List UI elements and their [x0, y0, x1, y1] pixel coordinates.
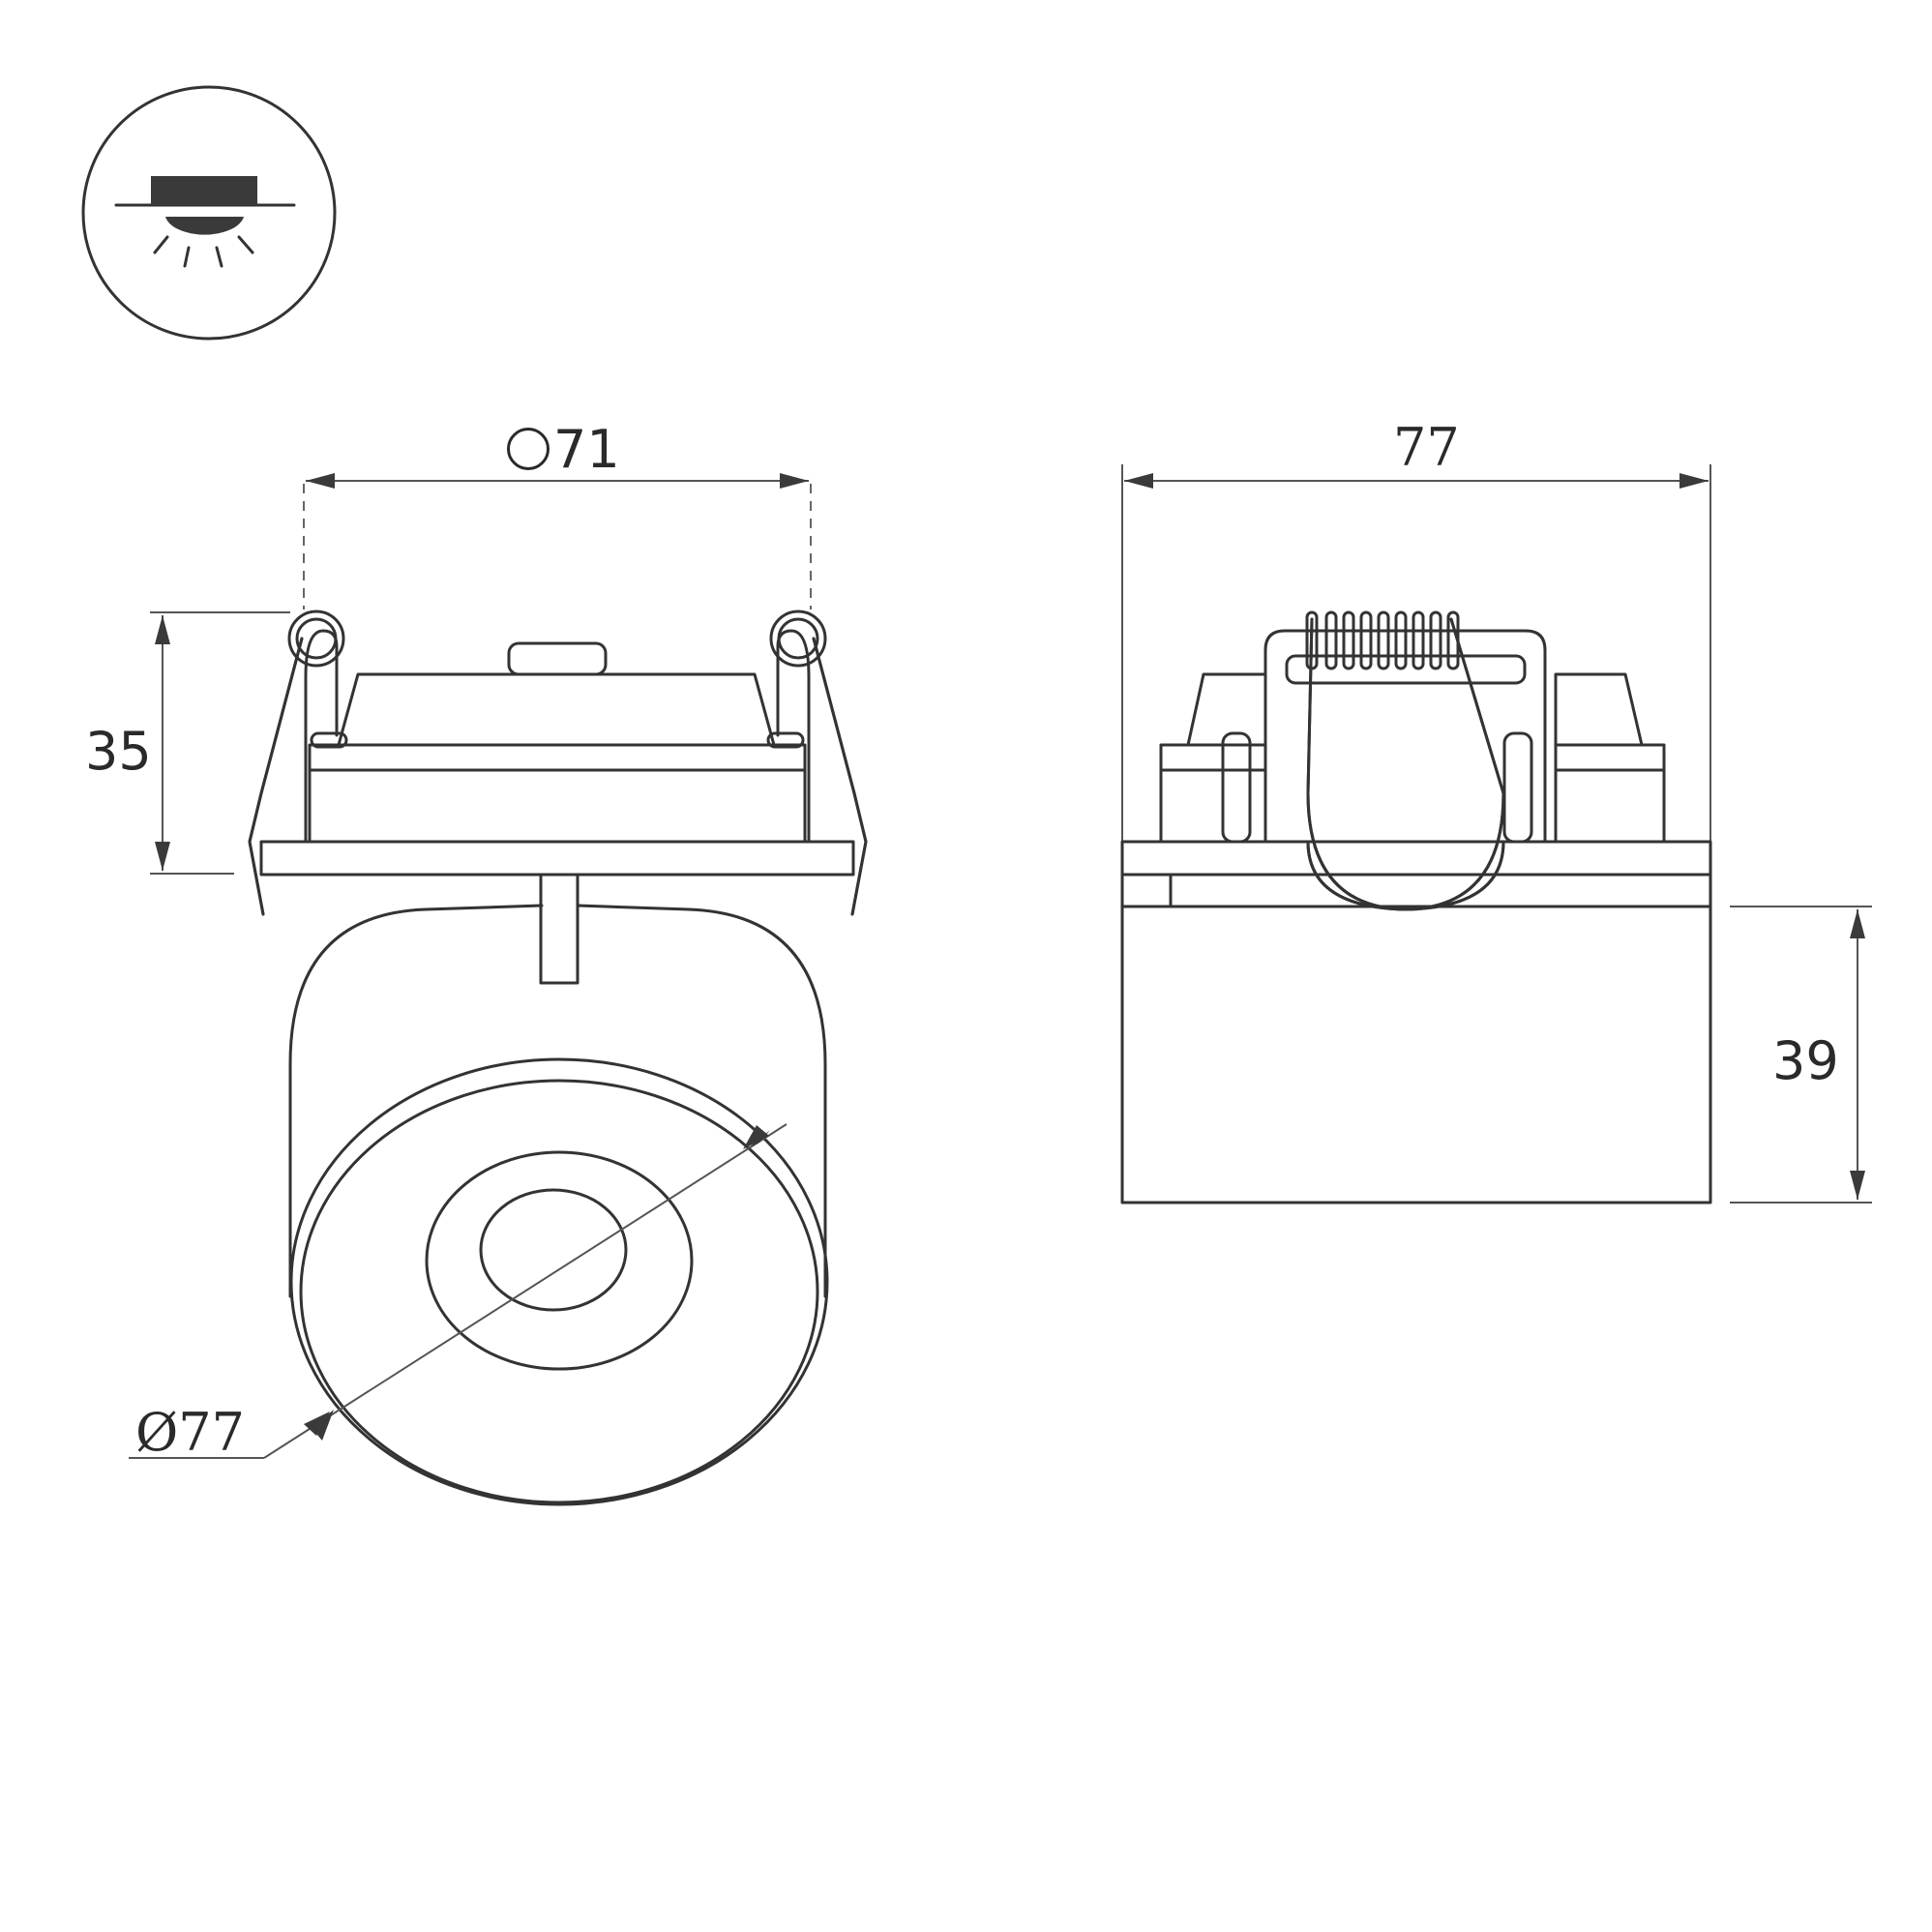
diameter-dimension-label: Ø77 — [135, 1402, 245, 1463]
head-height-dimension-label: 39 — [1772, 1030, 1839, 1091]
recessed-ceiling-light-icon — [81, 85, 337, 341]
width-dimension-label: 77 — [1393, 417, 1460, 478]
torsion-spring — [1305, 610, 1460, 670]
side-view — [1120, 464, 1872, 1204]
cutout-dimension-label: 71 — [507, 424, 620, 476]
cutout-hole-icon — [507, 428, 550, 471]
front-view — [129, 473, 868, 1506]
height-dimension-label: 35 — [85, 721, 152, 782]
